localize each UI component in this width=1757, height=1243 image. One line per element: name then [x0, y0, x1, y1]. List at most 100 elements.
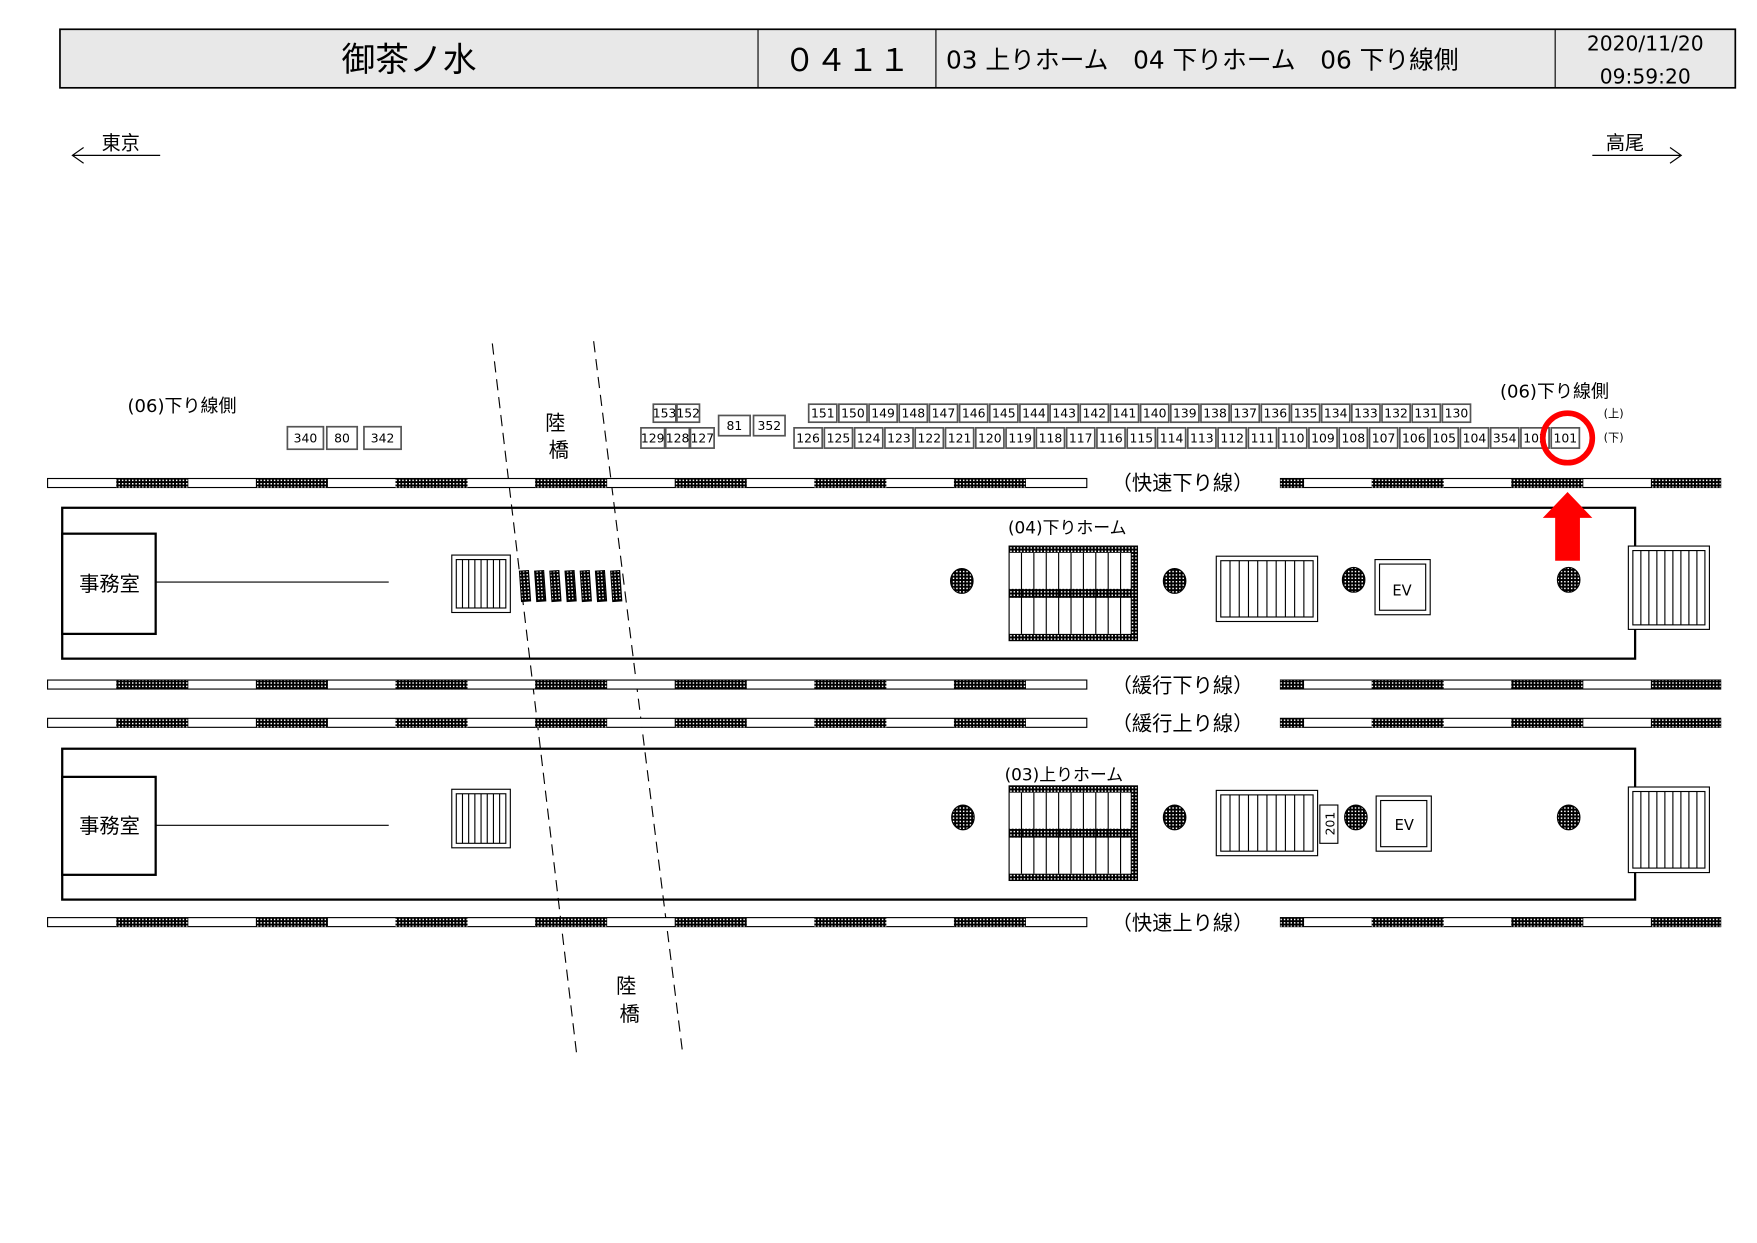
down-mark: (下) — [1604, 431, 1624, 444]
position-box-115[interactable]: 115 — [1126, 426, 1157, 449]
position-box-149[interactable]: 149 — [868, 403, 899, 424]
position-box-108[interactable]: 108 — [1338, 426, 1369, 449]
track-marker — [1650, 680, 1721, 690]
position-box-137[interactable]: 137 — [1230, 403, 1261, 424]
position-box-81[interactable]: 81 — [717, 414, 751, 437]
position-box-119[interactable]: 119 — [1005, 426, 1036, 449]
position-box-147[interactable]: 147 — [928, 403, 959, 424]
position-box-109[interactable]: 109 — [1308, 426, 1338, 449]
position-box-107[interactable]: 107 — [1368, 426, 1399, 449]
side-label-left: (06)下り線側 — [128, 396, 237, 417]
position-box-label: 342 — [371, 431, 395, 445]
position-box-145[interactable]: 145 — [988, 403, 1019, 424]
position-box-label: 109 — [1311, 431, 1335, 445]
stairs[interactable] — [1215, 789, 1319, 857]
elevator[interactable]: EV — [1374, 559, 1431, 616]
position-box-136[interactable]: 136 — [1260, 403, 1291, 424]
position-box-label: 145 — [992, 407, 1016, 421]
track-marker — [535, 917, 608, 927]
position-box-label: 114 — [1160, 431, 1184, 445]
position-box-117[interactable]: 117 — [1065, 426, 1096, 449]
position-box-label: 354 — [1493, 431, 1517, 445]
position-box-125[interactable]: 125 — [823, 426, 854, 449]
position-box-135[interactable]: 135 — [1290, 403, 1321, 424]
position-box-101[interactable]: 101 — [1550, 426, 1581, 449]
position-box-104[interactable]: 104 — [1459, 426, 1490, 449]
escalator-rail — [1009, 785, 1138, 793]
station-code: ０４１１ — [784, 43, 910, 79]
position-box-148[interactable]: 148 — [898, 403, 929, 424]
position-box-124[interactable]: 124 — [853, 426, 884, 449]
position-box-frame — [752, 414, 786, 437]
escalator[interactable] — [1008, 785, 1139, 882]
stairs[interactable] — [1627, 545, 1710, 630]
position-box-frame — [1429, 426, 1460, 449]
position-box-110[interactable]: 110 — [1277, 426, 1308, 449]
escalator[interactable] — [1008, 545, 1139, 642]
position-box-153[interactable]: 153 — [652, 403, 677, 424]
position-box-141[interactable]: 141 — [1109, 403, 1140, 424]
position-box-frame — [676, 403, 701, 424]
position-box-127[interactable]: 127 — [689, 426, 715, 449]
position-box-143[interactable]: 143 — [1049, 403, 1080, 424]
position-box-121[interactable]: 121 — [944, 426, 975, 449]
position-box-352[interactable]: 352 — [752, 414, 786, 437]
position-box-340[interactable]: 340 — [286, 425, 325, 451]
bridge-line — [491, 343, 578, 1056]
position-box-134[interactable]: 134 — [1320, 403, 1351, 424]
position-box-128[interactable]: 128 — [664, 426, 691, 449]
platform-down-label: (04)下りホーム — [1008, 518, 1127, 538]
position-box-126[interactable]: 126 — [793, 426, 824, 449]
position-box-131[interactable]: 131 — [1411, 403, 1442, 424]
platform-up: (03)上りホーム 事務室 — [61, 747, 1637, 901]
position-box-152[interactable]: 152 — [676, 403, 701, 424]
position-box-113[interactable]: 113 — [1186, 426, 1217, 449]
position-box-122[interactable]: 122 — [914, 426, 945, 449]
position-box-342[interactable]: 342 — [363, 425, 402, 451]
position-box-130[interactable]: 130 — [1441, 403, 1472, 424]
position-box-112[interactable]: 112 — [1217, 426, 1248, 449]
track-marker — [953, 718, 1026, 728]
elevator[interactable]: EV — [1375, 795, 1432, 852]
floor-marker — [594, 569, 608, 603]
position-box-label: 124 — [857, 431, 881, 445]
position-box-114[interactable]: 114 — [1156, 426, 1187, 449]
position-box-120[interactable]: 120 — [974, 426, 1005, 449]
position-box-frame — [1109, 403, 1140, 424]
position-box-label: 148 — [901, 407, 925, 421]
position-box-150[interactable]: 150 — [838, 403, 868, 424]
position-box-105[interactable]: 105 — [1429, 426, 1460, 449]
position-box-146[interactable]: 146 — [958, 403, 989, 424]
box-201[interactable]: 201 — [1319, 804, 1339, 844]
platform-down: (04)下りホーム 事務室 — [61, 506, 1637, 660]
position-box-139[interactable]: 139 — [1169, 403, 1200, 424]
position-box-116[interactable]: 116 — [1096, 426, 1126, 449]
position-box-118[interactable]: 118 — [1035, 426, 1066, 449]
position-box-129[interactable]: 129 — [640, 426, 666, 449]
position-box-132[interactable]: 132 — [1381, 403, 1411, 424]
track-marker — [1280, 478, 1305, 488]
position-box-frame — [974, 426, 1005, 449]
stairs[interactable] — [451, 788, 511, 849]
track-marker — [535, 680, 608, 690]
track-marker — [814, 680, 887, 690]
stairs[interactable] — [451, 554, 511, 614]
position-box-106[interactable]: 106 — [1398, 426, 1429, 449]
position-box-111[interactable]: 111 — [1247, 426, 1278, 449]
stairs[interactable] — [1627, 786, 1710, 874]
position-box-133[interactable]: 133 — [1350, 403, 1381, 424]
position-box-140[interactable]: 140 — [1139, 403, 1170, 424]
position-box-142[interactable]: 142 — [1079, 403, 1110, 424]
position-box-frame — [664, 426, 691, 449]
highlight-arrow-icon — [1542, 492, 1593, 561]
position-box-label: 110 — [1281, 431, 1305, 445]
position-box-80[interactable]: 80 — [325, 425, 359, 451]
position-box-123[interactable]: 123 — [884, 426, 914, 449]
position-box-354[interactable]: 354 — [1489, 426, 1520, 449]
position-box-144[interactable]: 144 — [1019, 403, 1049, 424]
stairs[interactable] — [1215, 555, 1319, 623]
position-box-151[interactable]: 151 — [807, 403, 838, 424]
position-box-label: 120 — [978, 431, 1002, 445]
position-box-138[interactable]: 138 — [1200, 403, 1230, 424]
